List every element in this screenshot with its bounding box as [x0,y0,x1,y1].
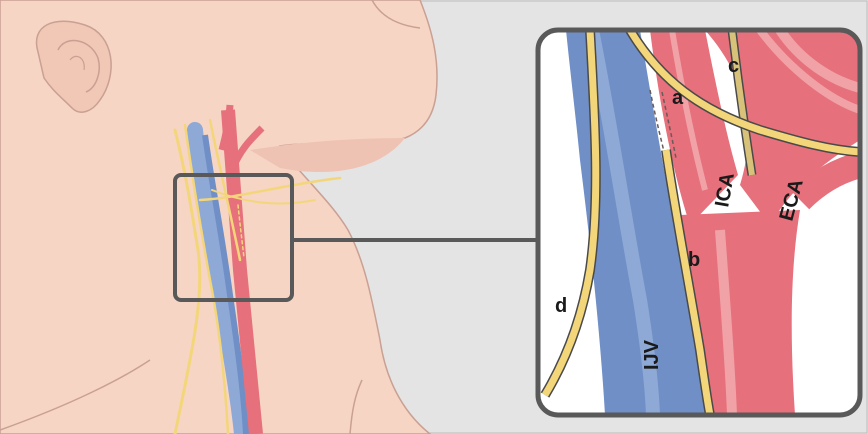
label-b: b [688,249,700,271]
label-c: c [728,55,739,77]
label-ijv: IJV [641,339,663,370]
label-a: a [672,87,684,109]
label-d: d [555,295,567,317]
inset-magnified-view: a b c d ICA ECA IJV [538,30,860,415]
